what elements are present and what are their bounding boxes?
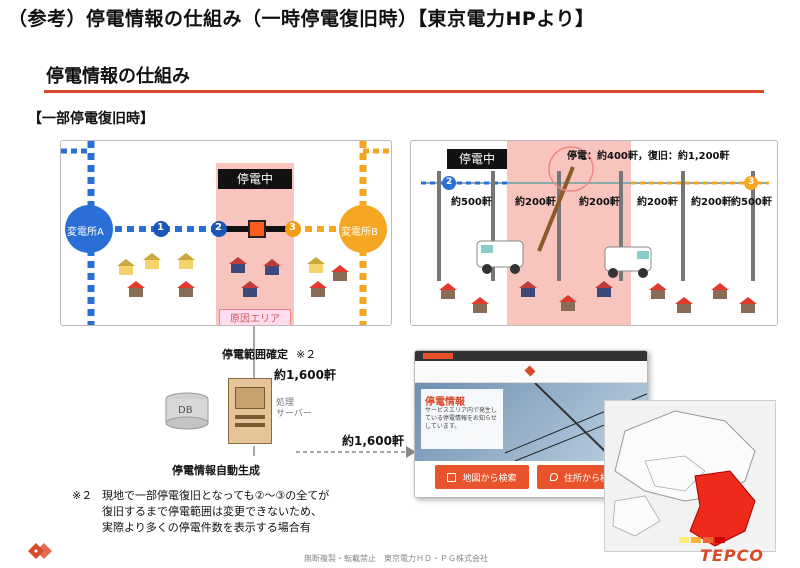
segment-5: 約200軒 xyxy=(691,197,732,208)
right-diagram-panel: 停電中 停電：約400軒，復旧：約1,200軒 約500軒 約200軒 約200… xyxy=(410,140,778,326)
segment-2: 約200軒 xyxy=(515,197,556,208)
node-2 xyxy=(211,221,227,237)
database-icon: DB xyxy=(164,392,210,430)
node-1-label: 1 xyxy=(157,222,164,233)
pin-icon xyxy=(549,473,558,481)
outage-area xyxy=(216,163,294,325)
substation-b xyxy=(339,205,387,253)
footer-brand: TEPCO xyxy=(700,546,764,565)
footnote-marker: ※２ xyxy=(72,489,93,502)
range-note-ref: ※２ xyxy=(296,348,317,361)
houses xyxy=(117,253,349,297)
segment-6: 約500軒 xyxy=(731,197,772,208)
database-label: DB xyxy=(178,405,193,416)
count-1: 約1,600軒 xyxy=(274,368,336,382)
segment-4: 約200軒 xyxy=(637,197,678,208)
poles xyxy=(437,171,755,281)
footnote-line-1: 現地で一部停電復旧となっても②～③の全てが xyxy=(102,489,330,502)
section-title: 停電情報の仕組み xyxy=(46,66,190,87)
hero-body: サービスエリア内で発生している停電情報をお知らせしています。 xyxy=(425,407,498,430)
search-by-map-button[interactable]: 地図から検索 xyxy=(435,465,529,489)
map-icon xyxy=(447,472,457,482)
outage-label: 停電中 xyxy=(218,169,292,189)
field-diagram-svg xyxy=(421,141,769,325)
server-icon xyxy=(228,378,272,444)
cause-area-label: 原因エリア xyxy=(219,309,291,325)
substation-a xyxy=(65,205,113,253)
node-2-right-label: 2 xyxy=(446,177,453,187)
outage-map xyxy=(604,400,776,552)
search-by-map-label: 地図から検索 xyxy=(462,473,517,484)
houses-right xyxy=(439,281,757,313)
node-3-right xyxy=(744,176,758,190)
node-3-right-label: 3 xyxy=(748,177,755,187)
outage-summary: 停電：約400軒，復旧：約1,200軒 xyxy=(567,151,730,162)
repair-truck-2 xyxy=(604,246,652,278)
page-title: （参考）停電情報の仕組み（一時停電復旧時）【東京電力HPより】 xyxy=(8,8,595,30)
node-3 xyxy=(285,221,301,237)
footnote-line-3: 実際より多くの停電件数を表示する場合有 xyxy=(102,521,311,534)
site-topbar xyxy=(415,351,647,361)
outage-region xyxy=(689,470,756,547)
title-underline xyxy=(44,90,764,93)
grid-diagram-svg xyxy=(61,141,391,325)
right-outage-label: 停電中 xyxy=(447,149,507,169)
site-logo-icon xyxy=(524,365,536,377)
footer-logo-icon xyxy=(18,538,58,564)
node-2-right xyxy=(442,176,456,190)
search-by-address-label: 住所から検索 xyxy=(563,473,618,484)
server-label: 処理 サーバー xyxy=(276,398,312,419)
node-3-label: 3 xyxy=(289,222,296,233)
repair-truck-1 xyxy=(476,240,524,274)
footnote-line-2: 復旧するまで停電範囲は変更できないため、 xyxy=(102,505,322,518)
site-hero: 停電情報 サービスエリア内で発生している停電情報をお知らせしています。 xyxy=(415,383,647,461)
left-diagram-panel: 変電所A 変電所B 停電中 原因エリア 1 2 3 xyxy=(60,140,392,326)
count-2: 約1,600軒 xyxy=(342,434,404,448)
subsection-title: 【一部停電復旧時】 xyxy=(28,111,154,127)
range-confirm-label: 停電範囲確定 xyxy=(222,348,288,361)
substation-b-label: 変電所B xyxy=(341,227,378,238)
fallen-tree xyxy=(537,166,575,252)
node-1 xyxy=(153,221,169,237)
auto-generate-label: 停電情報自動生成 xyxy=(172,464,260,477)
node-2-label: 2 xyxy=(215,222,222,233)
hero-title: 停電情報 xyxy=(425,397,465,408)
site-header xyxy=(415,361,647,383)
substation-a-label: 変電所A xyxy=(67,227,104,238)
fault-point xyxy=(248,220,266,238)
segment-3: 約200軒 xyxy=(579,197,620,208)
footer-copyright: 無断複製・転載禁止 東京電力ＨＤ・ＰＧ株式会社 xyxy=(304,554,488,563)
hero-card: 停電情報 サービスエリア内で発生している停電情報をお知らせしています。 xyxy=(421,389,503,449)
segment-1: 約500軒 xyxy=(451,197,492,208)
